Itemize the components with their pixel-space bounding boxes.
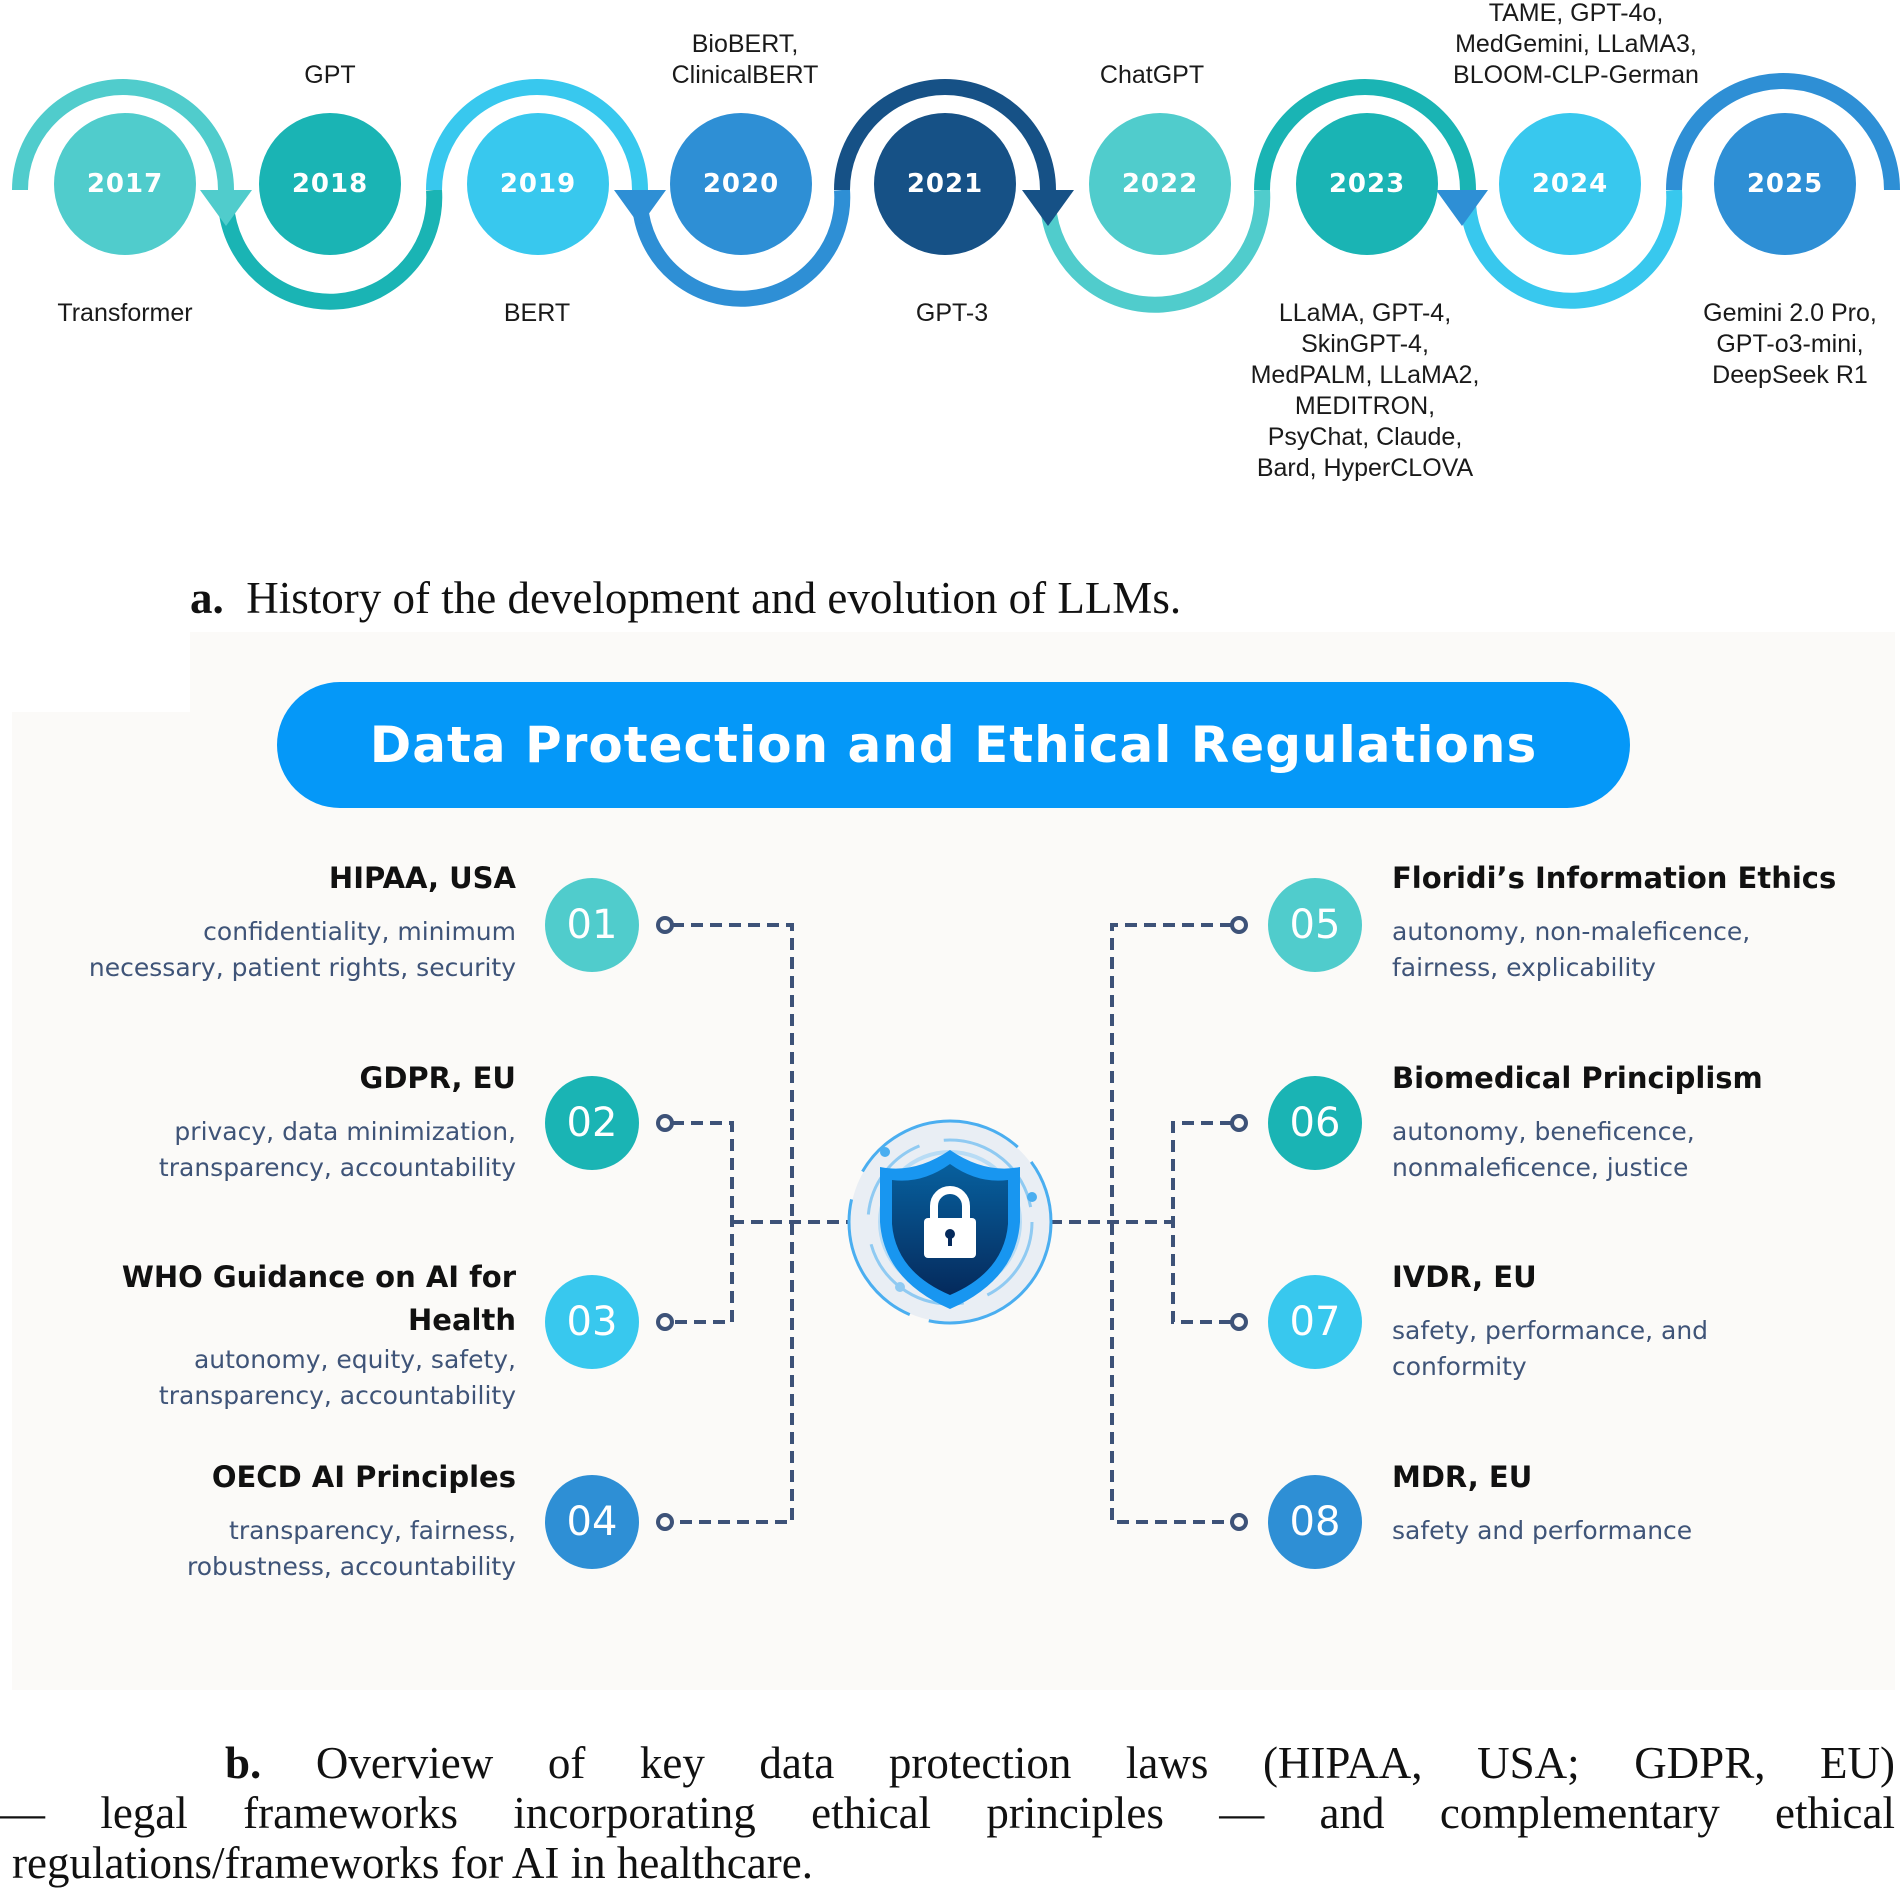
regulation-title: GDPR, EU — [359, 1061, 516, 1095]
year-node-2020: 2020 — [670, 113, 812, 255]
shield-lock-icon — [847, 1119, 1053, 1325]
regulation-principles: autonomy, non-maleficence, fairness, exp… — [1392, 917, 1751, 982]
regulation-principles: autonomy, beneficence, nonmaleficence, j… — [1392, 1117, 1695, 1182]
timeline-wave-arrows — [12, 73, 1900, 313]
caption-b-line-1-text: Overview of key data protection laws (HI… — [315, 1738, 1896, 1788]
regulation-oecd: OECD AI Principles transparency, fairnes… — [16, 1456, 516, 1585]
regulation-who-guidance: WHO Guidance on AI for Health autonomy, … — [16, 1256, 516, 1414]
year-node-2018: 2018 — [259, 113, 401, 255]
regulation-title: OECD AI Principles — [211, 1460, 516, 1494]
regulation-hipaa: HIPAA, USA confidentiality, minimum nece… — [16, 857, 516, 986]
regulation-ivdr: IVDR, EU safety, performance, and confor… — [1392, 1256, 1892, 1385]
caption-a-label: a. — [190, 573, 224, 623]
year-node-2022: 2022 — [1089, 113, 1231, 255]
item-number-07: 07 — [1268, 1275, 1362, 1369]
caption-b-line-2: — legal frameworks incorporating ethical… — [0, 1788, 1895, 1838]
timeline-label-2024: TAME, GPT-4o, MedGemini, LLaMA3, BLOOM-C… — [1453, 0, 1699, 89]
timeline-label-2022: ChatGPT — [1099, 61, 1205, 89]
regulation-principles: confidentiality, minimum necessary, pati… — [88, 917, 516, 982]
regulation-floridi: Floridi’s Information Ethics autonomy, n… — [1392, 857, 1892, 986]
year-node-2017: 2017 — [54, 113, 196, 255]
regulation-principles: autonomy, equity, safety, transparency, … — [158, 1345, 516, 1410]
timeline-label-2018: GPT — [304, 61, 356, 89]
timeline-label-2023: LLaMA, GPT-4, SkinGPT-4, MedPALM, LLaMA2… — [1250, 299, 1480, 482]
regulation-title: IVDR, EU — [1392, 1260, 1537, 1294]
timeline-label-2021: GPT-3 — [915, 299, 989, 327]
year-node-2023: 2023 — [1296, 113, 1438, 255]
year-node-2021: 2021 — [874, 113, 1016, 255]
caption-b-line-1: b. Overview of key data protection laws … — [0, 1738, 1895, 1788]
caption-b-label: b. — [225, 1738, 262, 1788]
caption-b-line-3: regulations/frameworks for AI in healthc… — [12, 1838, 813, 1888]
item-number-08: 08 — [1268, 1475, 1362, 1569]
regulation-title: HIPAA, USA — [328, 861, 516, 895]
item-number-03: 03 — [545, 1275, 639, 1369]
timeline-label-2025: Gemini 2.0 Pro, GPT-o3-mini, DeepSeek R1 — [1703, 299, 1877, 389]
infographic-title-banner: Data Protection and Ethical Regulations — [277, 682, 1630, 808]
regulation-principles: privacy, data minimization, transparency… — [158, 1117, 516, 1182]
regulation-principles: safety, performance, and conformity — [1392, 1316, 1709, 1381]
timeline-label-2019: BERT — [503, 299, 571, 327]
timeline-label-2017: Transformer — [57, 299, 193, 327]
regulation-principles: transparency, fairness, robustness, acco… — [187, 1516, 516, 1581]
item-number-04: 04 — [545, 1475, 639, 1569]
regulation-title: Biomedical Principlism — [1392, 1061, 1763, 1095]
figure-b-caption: b. Overview of key data protection laws … — [0, 1738, 1895, 1888]
timeline-label-2020: BioBERT, ClinicalBERT — [671, 30, 819, 89]
caption-a-text: History of the development and evolution… — [246, 573, 1182, 623]
regulation-gdpr: GDPR, EU privacy, data minimization, tra… — [16, 1057, 516, 1186]
item-number-06: 06 — [1268, 1076, 1362, 1170]
item-number-02: 02 — [545, 1076, 639, 1170]
figure-a-caption: a. History of the development and evolut… — [190, 572, 1181, 624]
year-node-2024: 2024 — [1499, 113, 1641, 255]
regulation-title: WHO Guidance on AI for Health — [121, 1260, 516, 1337]
year-node-2025: 2025 — [1714, 113, 1856, 255]
regulation-title: Floridi’s Information Ethics — [1392, 861, 1837, 895]
regulation-principles: safety and performance — [1392, 1516, 1693, 1545]
item-number-05: 05 — [1268, 878, 1362, 972]
regulation-mdr: MDR, EU safety and performance — [1392, 1456, 1892, 1549]
regulation-biomedical-principlism: Biomedical Principlism autonomy, benefic… — [1392, 1057, 1892, 1186]
item-number-01: 01 — [545, 878, 639, 972]
regulation-title: MDR, EU — [1392, 1460, 1533, 1494]
year-node-2019: 2019 — [467, 113, 609, 255]
